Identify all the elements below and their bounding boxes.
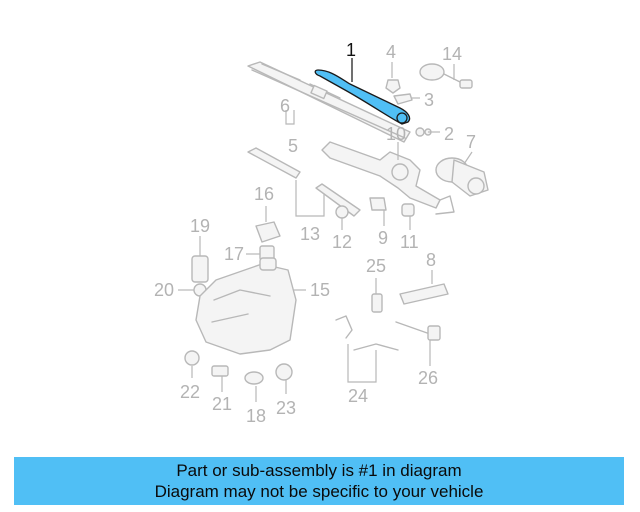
part-13-links <box>247 147 361 217</box>
callout-14: 14 <box>442 44 462 64</box>
part-23-grommet <box>275 363 293 381</box>
callout-7: 7 <box>466 132 476 152</box>
part-7-motor <box>435 157 489 197</box>
part-26-hose <box>395 321 441 341</box>
part-4-nut <box>385 79 401 94</box>
callout-18: 18 <box>246 406 266 426</box>
parts-diagram: 1 2 3 4 5 6 7 8 9 10 11 12 13 14 15 16 1… <box>154 40 489 426</box>
part-18-grommet <box>244 371 264 385</box>
callout-11: 11 <box>400 232 419 252</box>
info-banner: Part or sub-assembly is #1 in diagram Di… <box>14 457 624 505</box>
callout-19: 19 <box>190 216 210 236</box>
callout-8: 8 <box>426 250 436 270</box>
part-14-cap <box>419 63 473 89</box>
callout-20: 20 <box>154 280 174 300</box>
callout-9: 9 <box>378 228 388 248</box>
part-11-grommet <box>401 203 415 217</box>
callout-24: 24 <box>348 386 368 406</box>
part-16-bracket <box>255 221 281 243</box>
part-24-hoses <box>335 315 399 351</box>
part-9-clip <box>369 197 387 211</box>
callout-2: 2 <box>444 124 454 144</box>
part-15-reservoir <box>195 257 297 355</box>
callout-22: 22 <box>180 382 200 402</box>
part-22-grommet <box>184 350 200 366</box>
wiper-blade <box>247 61 411 143</box>
callout-13: 13 <box>300 224 320 244</box>
wiper-arm-highlighted <box>314 69 411 125</box>
part-3-clip <box>393 93 413 105</box>
callout-12: 12 <box>332 232 352 252</box>
part-12-bushing <box>335 205 349 219</box>
part-21-nozzle <box>211 365 229 377</box>
callout-6: 6 <box>280 96 290 116</box>
callout-3: 3 <box>424 90 434 110</box>
callout-4: 4 <box>386 42 396 62</box>
callout-23: 23 <box>276 398 296 418</box>
callout-15: 15 <box>310 280 330 300</box>
callout-25: 25 <box>366 256 386 276</box>
callout-1: 1 <box>346 40 356 60</box>
callout-21: 21 <box>212 394 232 414</box>
callout-17: 17 <box>224 244 244 264</box>
callout-16: 16 <box>254 184 274 204</box>
part-8-connector <box>399 283 449 305</box>
banner-line-1: Part or sub-assembly is #1 in diagram <box>176 461 462 480</box>
callout-26: 26 <box>418 368 438 388</box>
callout-5: 5 <box>288 136 298 156</box>
part-10-linkage <box>321 141 455 215</box>
part-25-nozzle <box>371 293 383 313</box>
banner-line-2: Diagram may not be specific to your vehi… <box>154 482 484 501</box>
leader-lines <box>178 58 473 402</box>
callout-10: 10 <box>386 124 406 144</box>
